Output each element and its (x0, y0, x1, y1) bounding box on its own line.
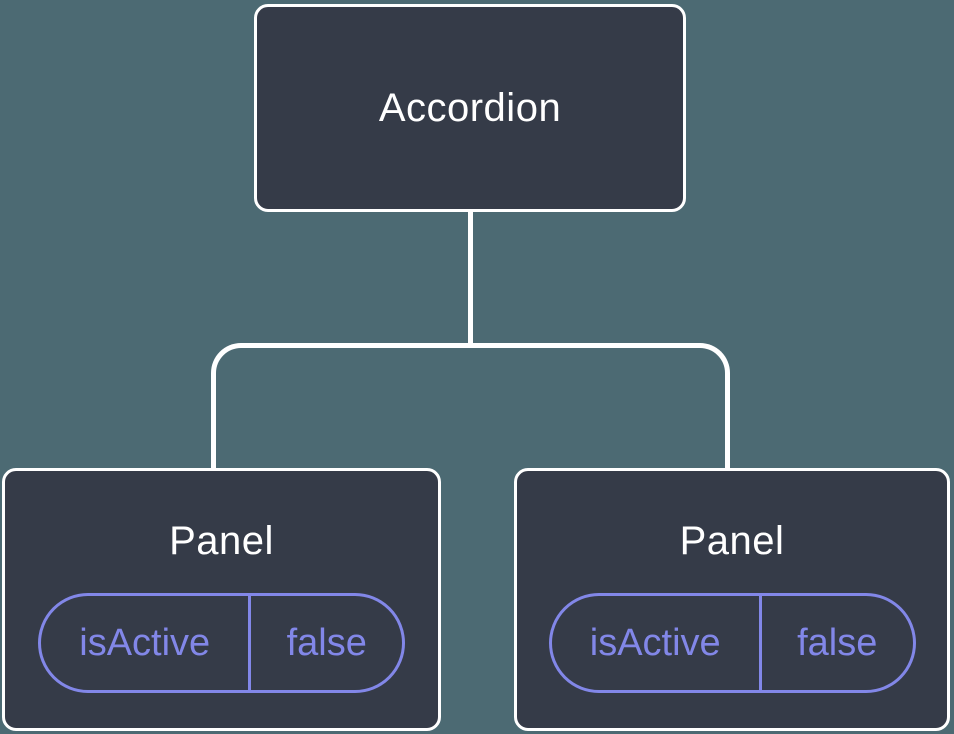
panel-2-state-pill: isActive false (548, 593, 916, 693)
node-panel-2: Panel isActive false (514, 468, 950, 731)
connector-stem (468, 210, 473, 346)
panel-1-state-value: false (286, 621, 367, 664)
panel-1-state-pill: isActive false (38, 593, 405, 693)
accordion-label: Accordion (378, 85, 562, 130)
node-accordion: Accordion (254, 4, 686, 212)
panel-1-state-key: isActive (41, 596, 252, 690)
connector-bracket (211, 343, 730, 470)
panel-2-label: Panel (679, 519, 785, 563)
panel-2-state-key: isActive (552, 596, 762, 690)
panel-2-state-value: false (797, 621, 878, 664)
node-panel-1: Panel isActive false (2, 468, 441, 731)
panel-1-label: Panel (169, 519, 274, 563)
